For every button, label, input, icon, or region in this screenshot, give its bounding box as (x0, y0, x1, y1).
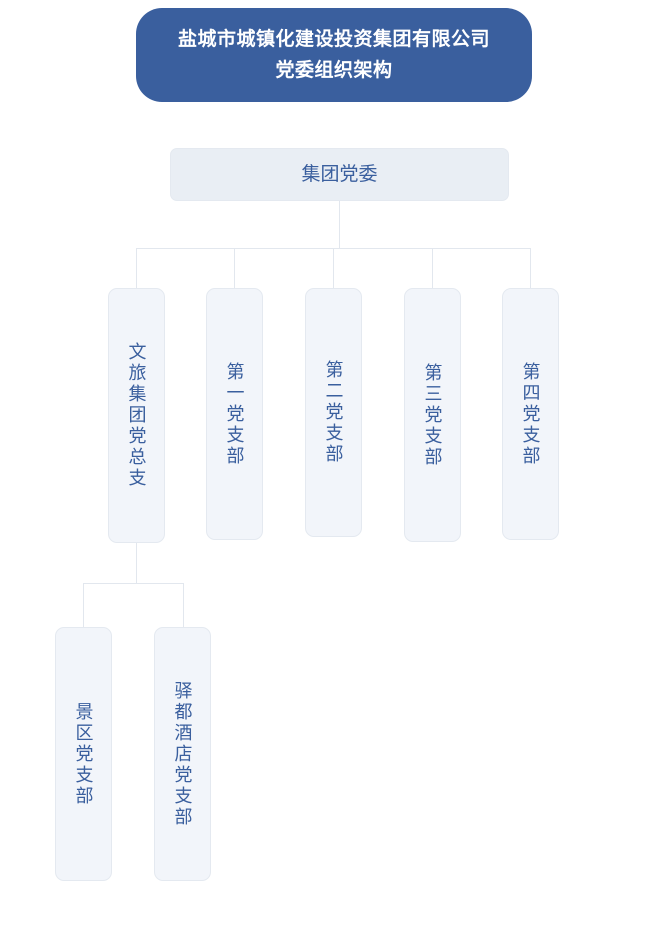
node-culture-tourism-general-branch[interactable]: 文旅集团党总支 (108, 288, 165, 543)
node-label: 第二党支部 (323, 360, 344, 465)
chart-title-banner: 盐城市城镇化建设投资集团有限公司 党委组织架构 (136, 8, 532, 102)
connector-drop-branch-2 (234, 248, 235, 288)
node-label: 第一党支部 (224, 361, 245, 467)
node-party-branch-4[interactable]: 第四党支部 (502, 288, 559, 540)
node-party-branch-2[interactable]: 第二党支部 (305, 288, 362, 537)
node-yidu-hotel-branch[interactable]: 驿都酒店党支部 (154, 627, 211, 881)
chart-title-line-2: 党委组织架构 (275, 60, 393, 81)
connector-level2-bus (83, 583, 183, 584)
connector-drop-leaf-2 (183, 583, 184, 627)
node-scenic-area-branch[interactable]: 景区党支部 (55, 627, 112, 881)
chart-title-text: 盐城市城镇化建设投资集团有限公司 党委组织架构 (178, 24, 490, 86)
node-party-branch-1[interactable]: 第一党支部 (206, 288, 263, 540)
connector-drop-leaf-1 (83, 583, 84, 627)
connector-drop-branch-5 (530, 248, 531, 288)
node-label: 第四党支部 (520, 361, 541, 467)
node-label: 集团党委 (301, 163, 378, 185)
node-label: 文旅集团党总支 (126, 342, 147, 489)
connector-drop-branch-1 (136, 248, 137, 288)
connector-root-stem (339, 201, 340, 248)
node-label: 景区党支部 (73, 701, 94, 807)
connector-subtree-stem (136, 543, 137, 583)
connector-drop-branch-4 (432, 248, 433, 288)
connector-drop-branch-3 (333, 248, 334, 288)
node-party-branch-3[interactable]: 第三党支部 (404, 288, 461, 542)
chart-title-line-1: 盐城市城镇化建设投资集团有限公司 (177, 29, 490, 50)
node-label: 驿都酒店党支部 (172, 680, 193, 828)
node-group-party-committee[interactable]: 集团党委 (170, 148, 509, 201)
node-label: 第三党支部 (422, 362, 443, 468)
